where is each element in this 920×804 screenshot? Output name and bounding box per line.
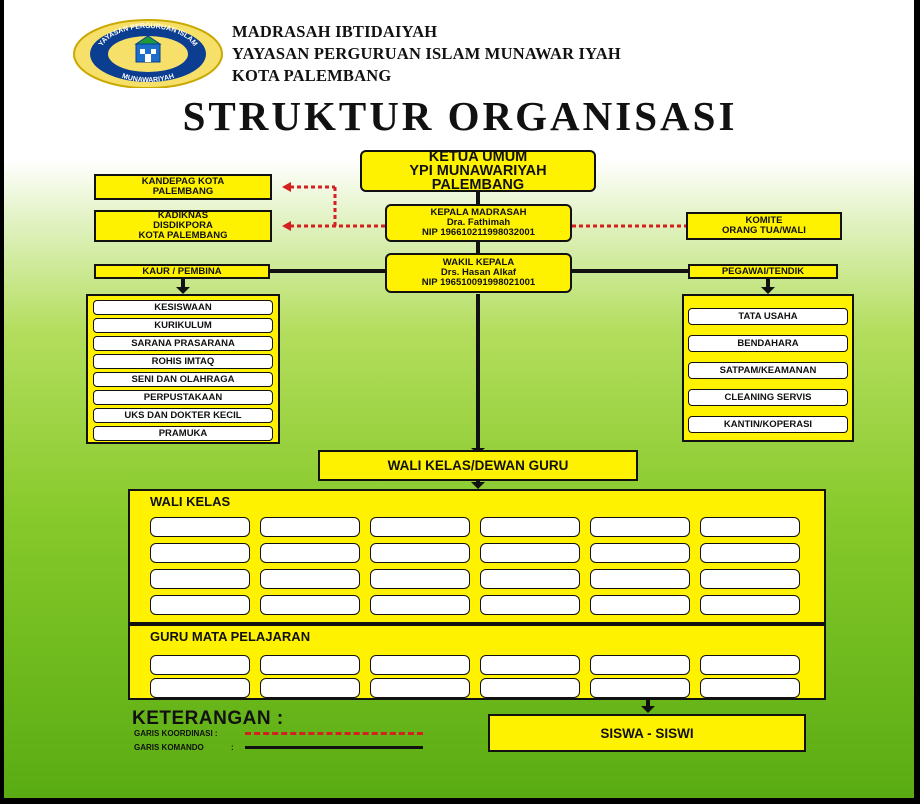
node-pegawai-tendik: PEGAWAI/TENDIK [688, 264, 838, 279]
wali-kelas-slot [150, 517, 250, 537]
page-title: STRUKTUR ORGANISASI [182, 93, 738, 139]
pegawai-item: TATA USAHA [688, 308, 848, 325]
kaur-item: PERPUSTAKAAN [93, 390, 273, 405]
kaur-item: KURIKULUM [93, 318, 273, 333]
guru-mapel-slot [150, 678, 250, 698]
wali-kelas-slot [260, 543, 360, 563]
wali-kelas-slot [480, 569, 580, 589]
wali-kelas-slot [480, 543, 580, 563]
wali-kelas-slot [590, 517, 690, 537]
wali-kelas-slot [480, 595, 580, 615]
wali-kelas-slot [590, 543, 690, 563]
header-line-2: YAYASAN PERGURUAN ISLAM MUNAWAR IYAH [232, 44, 621, 63]
wali-kelas-slot [590, 569, 690, 589]
kaur-item: SENI DAN OLAHRAGA [93, 372, 273, 387]
kaur-item: UKS DAN DOKTER KECIL [93, 408, 273, 423]
wali-kelas-slot [370, 543, 470, 563]
arrowhead-kandepag [282, 182, 291, 192]
guru-mapel-slot [480, 655, 580, 675]
wali-kelas-slot [150, 569, 250, 589]
guru-mapel-slot [480, 678, 580, 698]
frame-right [914, 0, 920, 804]
pegawai-item: BENDAHARA [688, 335, 848, 352]
school-logo: YAYASAN PERGURUAN ISLAM MUNAWARIYAH [73, 19, 223, 88]
node-wali-kelas-dewan-guru: WALI KELAS/DEWAN GURU [318, 450, 638, 481]
wali-kelas-slot [700, 569, 800, 589]
pegawai-item: CLEANING SERVIS [688, 389, 848, 406]
wali-kelas-slot [260, 517, 360, 537]
wali-kelas-slot [700, 543, 800, 563]
kaur-item: ROHIS IMTAQ [93, 354, 273, 369]
legend-koordinasi-line [245, 732, 423, 735]
wali-kelas-slot [370, 569, 470, 589]
guru-mapel-slot [370, 678, 470, 698]
wali-kelas-slot [150, 595, 250, 615]
arrowhead-pegawai [761, 287, 775, 294]
guru-mapel-slot [260, 678, 360, 698]
header-line-1: MADRASAH IBTIDAIYAH [232, 22, 438, 41]
wali-kelas-slot [370, 595, 470, 615]
logo-ring-text-bottom: MUNAWARIYAH [121, 73, 175, 84]
guru-mapel-slot [370, 655, 470, 675]
guru-mapel-slot [590, 678, 690, 698]
wali-kelas-slot [260, 595, 360, 615]
legend-koordinasi-label: GARIS KOORDINASI : [134, 729, 218, 738]
arrowhead-siswa [641, 706, 655, 713]
pegawai-item: SATPAM/KEAMANAN [688, 362, 848, 379]
guru-mapel-slot [700, 655, 800, 675]
arrowhead-wali [471, 482, 485, 489]
wali-kelas-slot [700, 595, 800, 615]
frame-left [0, 0, 4, 804]
pegawai-item: KANTIN/KOPERASI [688, 416, 848, 433]
legend-title: KETERANGAN : [132, 708, 284, 729]
kaur-item: PRAMUKA [93, 426, 273, 441]
wali-kelas-slot [370, 517, 470, 537]
wali-kelas-slot [480, 517, 580, 537]
guru-mapel-slot [700, 678, 800, 698]
node-kaur-pembina: KAUR / PEMBINA [94, 264, 270, 279]
wali-kelas-label: WALI KELAS [150, 494, 231, 509]
arrowhead-kadiknas [282, 221, 291, 231]
legend-komando-line [245, 746, 423, 749]
frame-bottom [0, 798, 920, 804]
arrowhead-kaur [176, 287, 190, 294]
kaur-item: KESISWAAN [93, 300, 273, 315]
guru-mapel-slot [590, 655, 690, 675]
legend-komando-colon: : [231, 743, 234, 752]
kaur-item: SARANA PRASARANA [93, 336, 273, 351]
guru-mapel-slot [150, 655, 250, 675]
wali-kelas-slot [590, 595, 690, 615]
wali-kelas-slot [260, 569, 360, 589]
wali-kelas-slot [150, 543, 250, 563]
wali-kelas-slot [700, 517, 800, 537]
legend-komando-label: GARIS KOMANDO [134, 743, 204, 752]
guru-mapel-slot [260, 655, 360, 675]
header-line-3: KOTA PALEMBANG [232, 66, 392, 85]
guru-mapel-label: GURU MATA PELAJARAN [150, 629, 311, 644]
node-siswa-siswi: SISWA - SISWI [488, 714, 806, 752]
